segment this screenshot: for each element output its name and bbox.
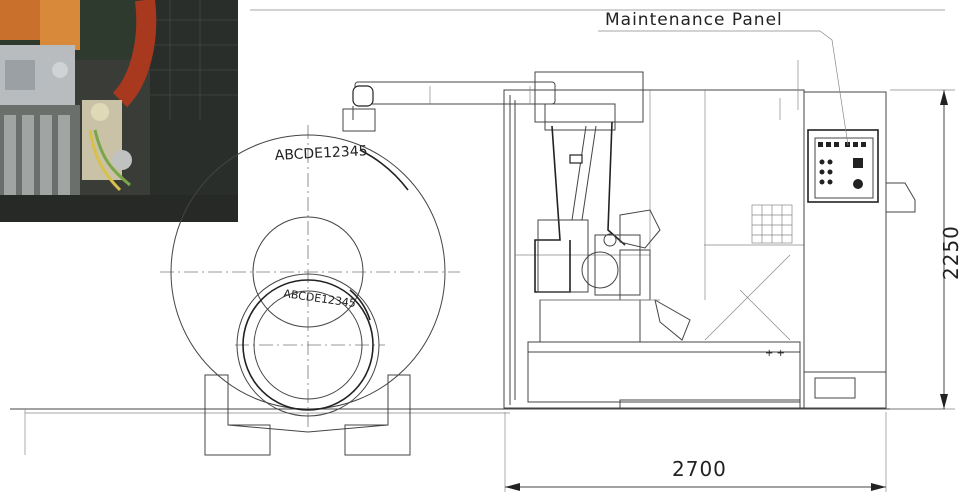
photo-inset	[0, 0, 238, 222]
coil-marking-outer: ABCDE12345	[274, 143, 368, 164]
machine-drawing: + +	[342, 60, 916, 409]
width-dimension-value: 2700	[672, 457, 727, 481]
maintenance-panel-label: Maintenance Panel	[605, 10, 783, 30]
height-dimension	[890, 89, 955, 410]
coil-marking-inner: ABCDE12345	[283, 287, 357, 310]
height-dimension-value: 2250	[939, 225, 961, 280]
coil-drawing	[160, 125, 460, 456]
svg-text:+ +: + +	[765, 348, 785, 359]
width-dimension	[504, 412, 887, 492]
